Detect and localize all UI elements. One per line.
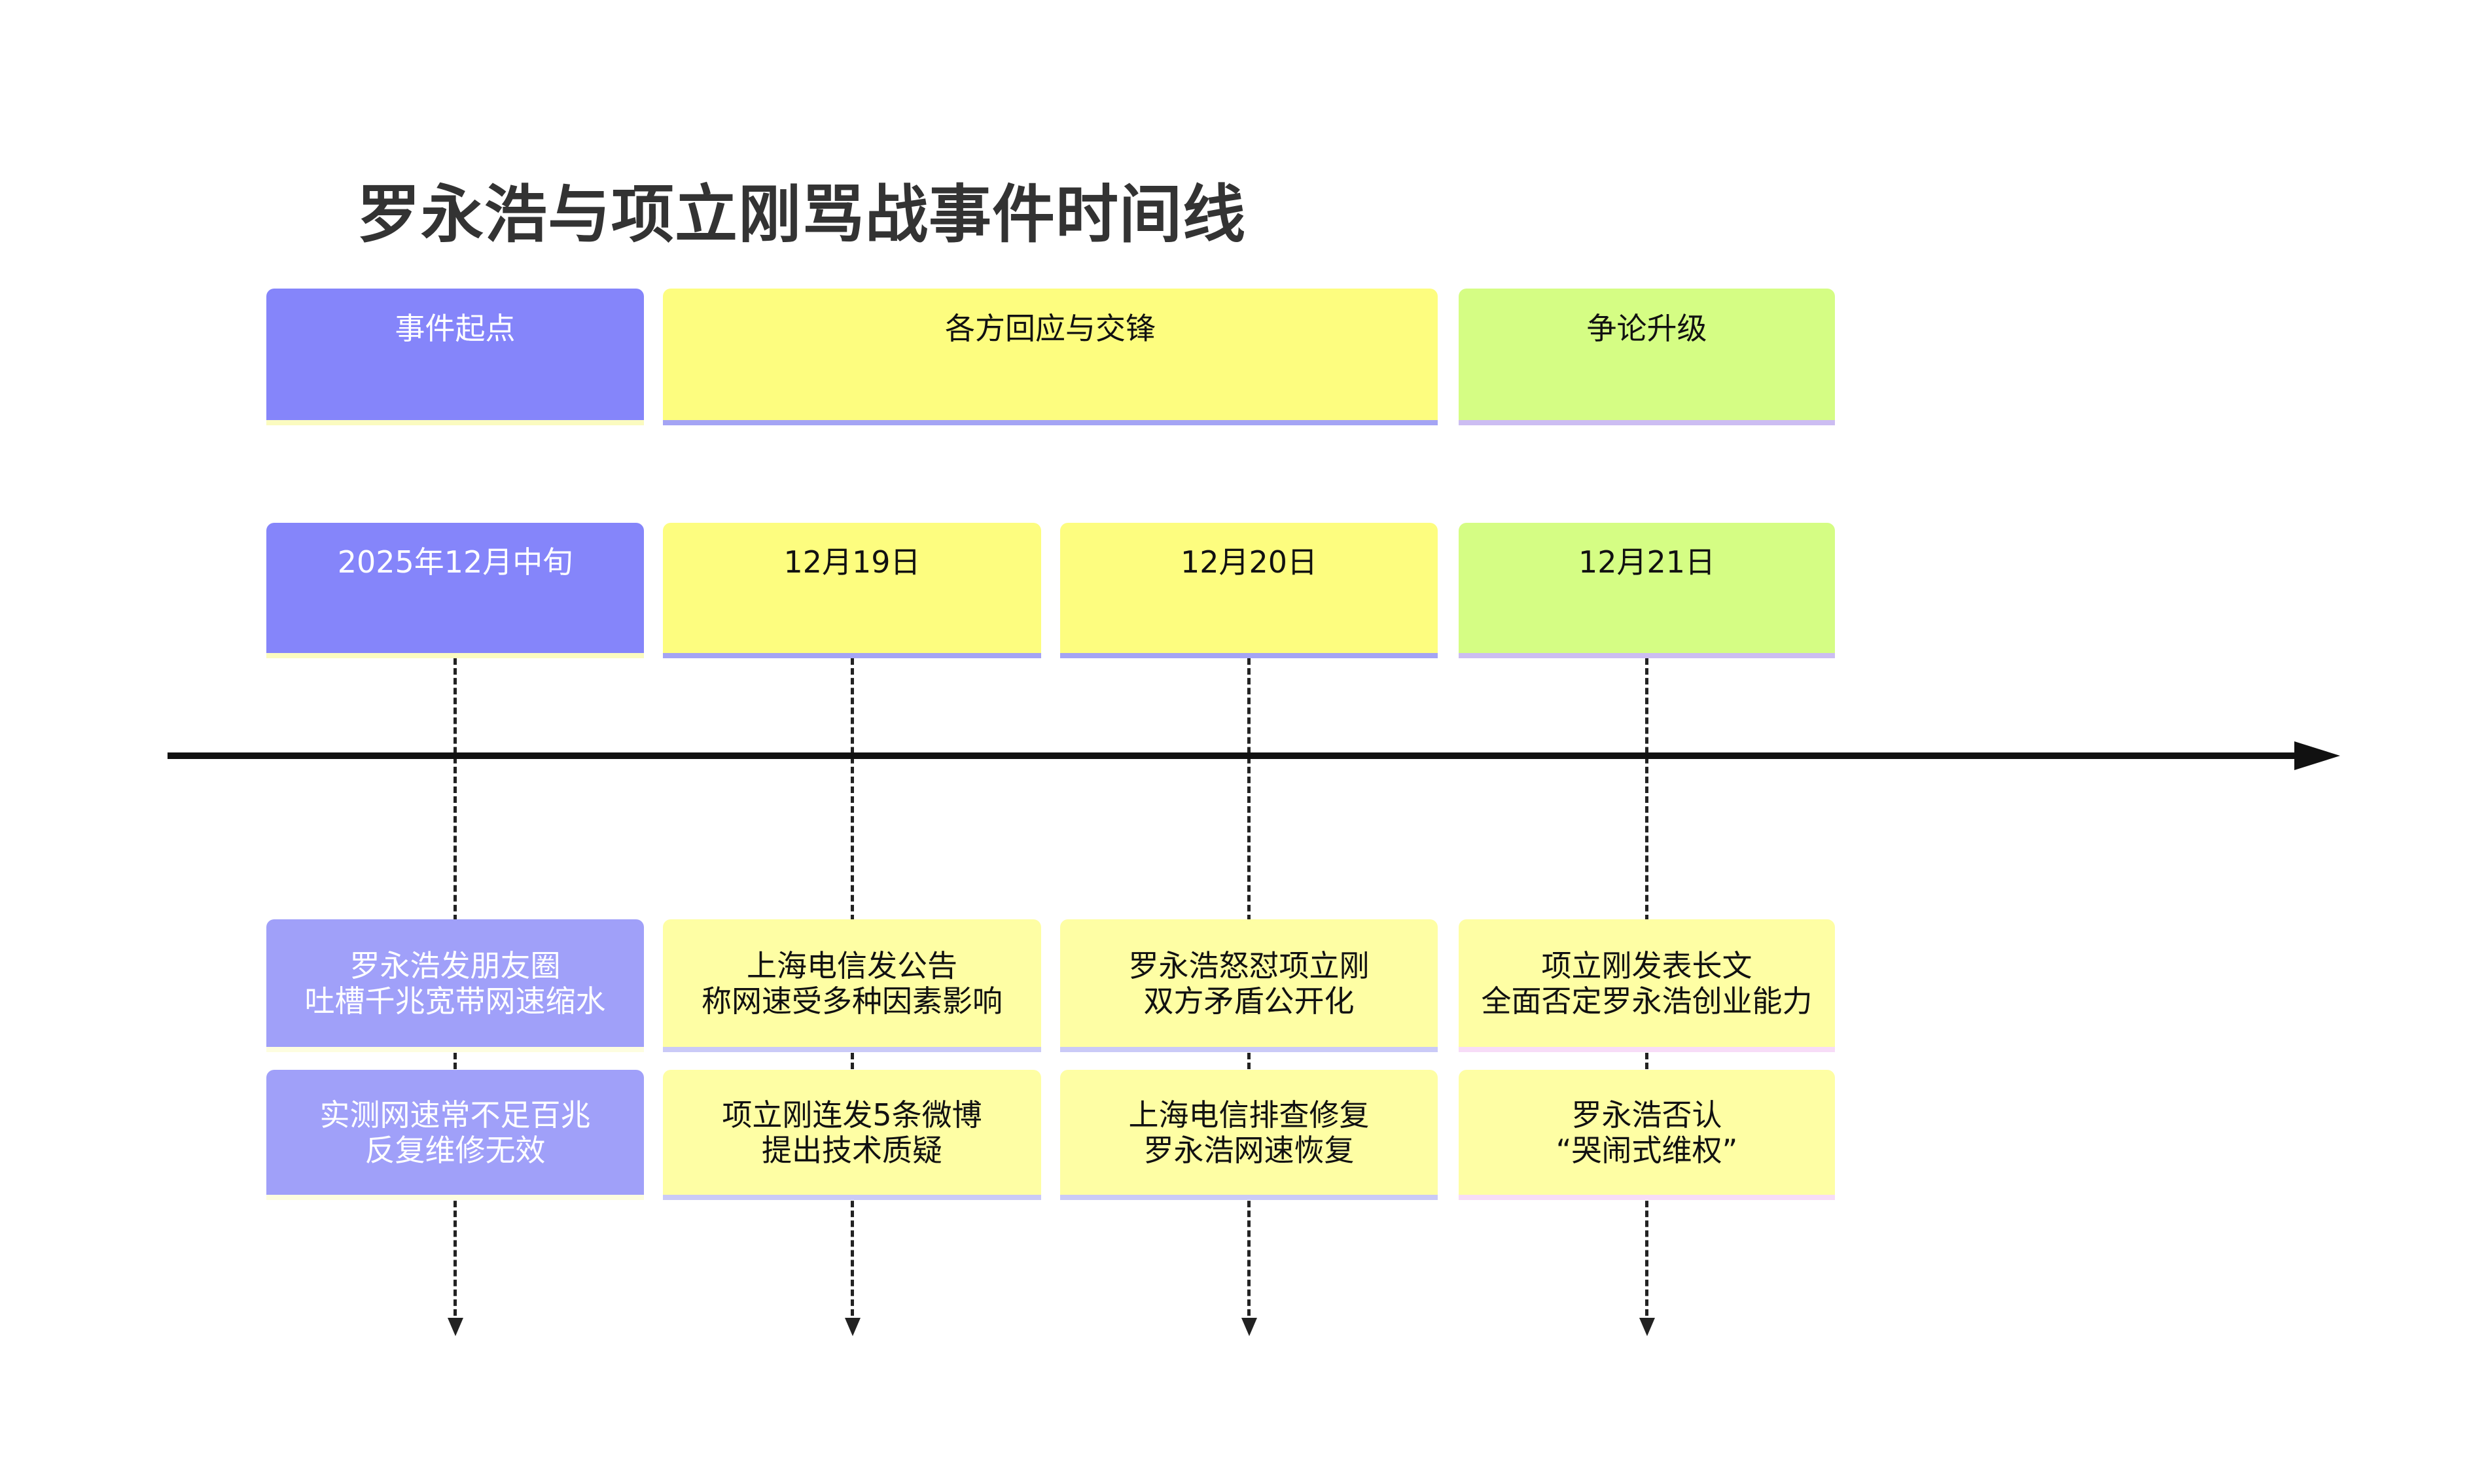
phase-header-start: 事件起点 (266, 289, 644, 425)
date-label: 12月19日 (663, 523, 1041, 658)
event-card: 实测网速常不足百兆 反复维修无效 (266, 1070, 644, 1200)
event-card: 罗永浩否认 “哭闹式维权” (1459, 1070, 1835, 1200)
timeline-axis (168, 752, 2307, 759)
phase-header-responses: 各方回应与交锋 (663, 289, 1438, 425)
date-label: 12月21日 (1459, 523, 1835, 658)
arrow-down-icon (1639, 1318, 1655, 1336)
arrow-down-icon (845, 1318, 861, 1336)
phase-header-escalation: 争论升级 (1459, 289, 1835, 425)
event-card: 罗永浩发朋友圈 吐槽千兆宽带网速缩水 (266, 919, 644, 1052)
arrow-down-icon (448, 1318, 463, 1336)
event-card: 上海电信排查修复 罗永浩网速恢复 (1060, 1070, 1438, 1200)
event-card: 项立刚连发5条微博 提出技术质疑 (663, 1070, 1041, 1200)
date-label: 2025年12月中旬 (266, 523, 644, 658)
arrow-down-icon (1241, 1318, 1257, 1336)
axis-arrow-icon (2294, 741, 2340, 770)
event-card: 罗永浩怒怼项立刚 双方矛盾公开化 (1060, 919, 1438, 1052)
page-title: 罗永浩与项立刚骂战事件时间线 (357, 178, 1246, 251)
date-label: 12月20日 (1060, 523, 1438, 658)
event-card: 项立刚发表长文 全面否定罗永浩创业能力 (1459, 919, 1835, 1052)
event-card: 上海电信发公告 称网速受多种因素影响 (663, 919, 1041, 1052)
